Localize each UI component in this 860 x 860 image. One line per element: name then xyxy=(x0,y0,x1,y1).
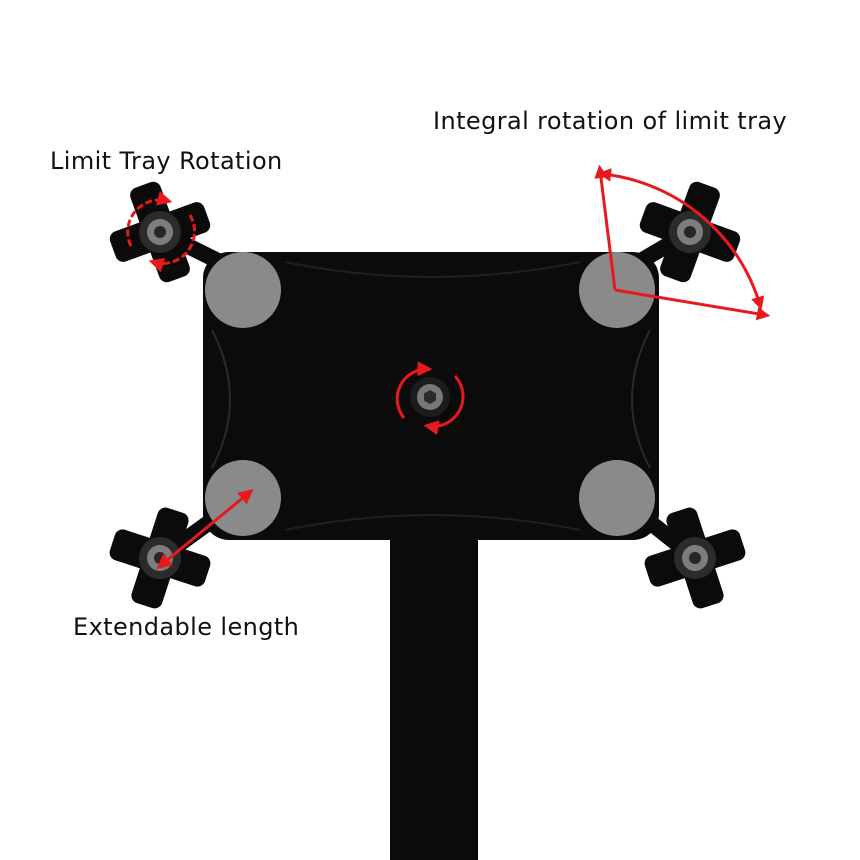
label-integral-rotation: Integral rotation of limit tray xyxy=(433,107,788,135)
circular-arrow-icon xyxy=(126,191,197,273)
pad-top-left xyxy=(205,252,281,328)
clamp-top-left xyxy=(109,181,211,283)
clamp-bottom-right xyxy=(644,507,746,609)
center-knob xyxy=(410,377,450,417)
double-headed-arrow-icon xyxy=(156,489,254,569)
label-limit-tray-rotation: Limit Tray Rotation xyxy=(50,147,283,175)
integral-rotation-arrow xyxy=(594,164,771,321)
pad-bottom-right xyxy=(579,460,655,536)
stand-pole xyxy=(390,540,478,860)
circular-arrow-icon xyxy=(395,361,465,436)
label-extendable-length: Extendable length xyxy=(73,613,300,641)
